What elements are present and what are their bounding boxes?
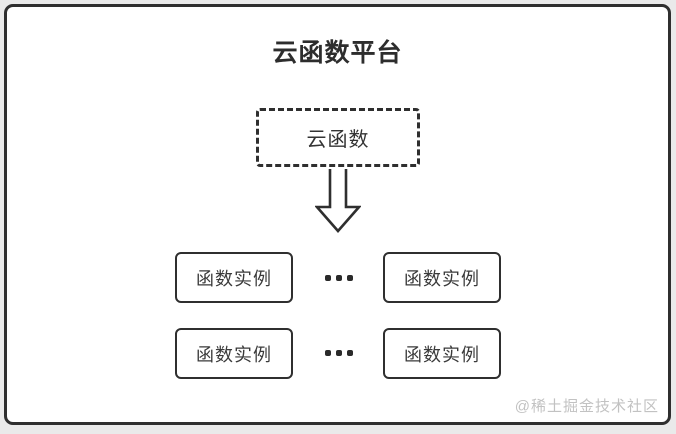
function-instance-label: 函数实例 [404,268,480,289]
ellipsis-icon [323,272,355,284]
cloud-function-label: 云函数 [306,129,370,151]
ellipsis-dot [336,350,342,356]
cloud-function-node: 云函数 [256,108,420,167]
function-instance-node: 函数实例 [175,328,293,379]
function-instance-label: 函数实例 [196,268,272,289]
function-instance-node: 函数实例 [383,252,501,303]
watermark: @稀土掘金技术社区 [514,398,659,415]
function-instance-label: 函数实例 [404,344,480,365]
function-instance-node: 函数实例 [175,252,293,303]
function-instance-label: 函数实例 [196,344,272,365]
ellipsis-dot [325,350,331,356]
ellipsis-dot [347,275,353,281]
ellipsis-dot [325,275,331,281]
ellipsis-dot [347,350,353,356]
ellipsis-dot [336,275,342,281]
page-title: 云函数平台 [272,39,403,67]
function-instance-node: 函数实例 [383,328,501,379]
diagram-card: 云函数平台 云函数 函数实例 函数实例 函数实例 函数实例 @稀土掘金技术社区 [4,4,671,425]
down-arrow-icon [315,169,361,233]
ellipsis-icon [323,347,355,359]
